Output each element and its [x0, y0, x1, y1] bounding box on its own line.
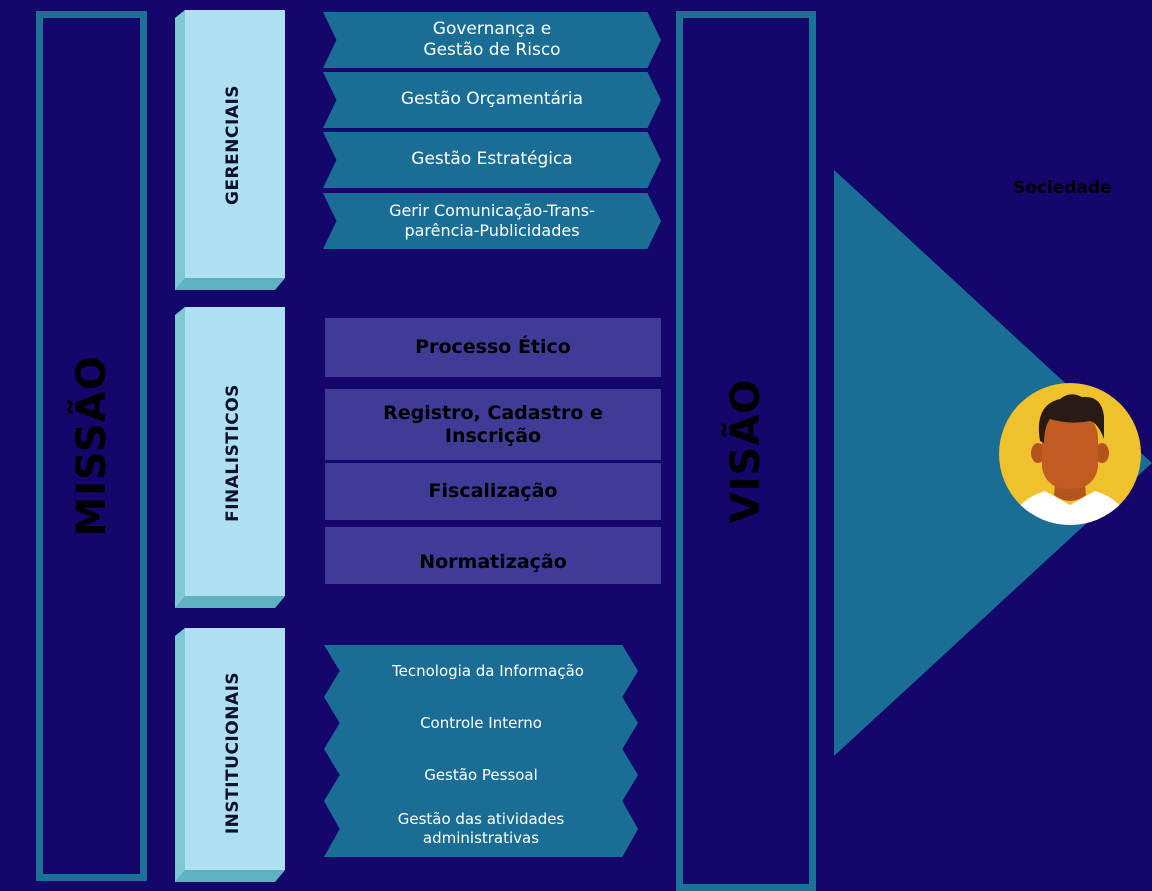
chevron-gestao-pessoal: Gestão Pessoal — [324, 749, 638, 801]
box-processo-etico: Processo Ético — [325, 318, 661, 377]
chevron-estrategica: Gestão Estratégica — [323, 132, 661, 188]
chevron-gestao-pessoal-label: Gestão Pessoal — [424, 765, 538, 784]
institucionais-block-shape — [175, 628, 285, 882]
gerenciais-label: GERENCIAIS — [223, 84, 243, 206]
visao-label: VISÃO — [723, 378, 769, 524]
chevron-controle-label: Controle Interno — [420, 713, 542, 732]
box-fiscalizacao-label: Fiscalização — [428, 480, 558, 503]
chevron-comunicacao: Gerir Comunicação-Trans- parência-Public… — [323, 193, 661, 249]
chevron-comunicacao-label: Gerir Comunicação-Trans- parência-Public… — [389, 201, 595, 240]
box-normatizacao-label: Normatização — [419, 551, 567, 574]
box-fiscalizacao: Fiscalização — [325, 463, 661, 520]
chevron-governanca: Governança e Gestão de Risco — [323, 12, 661, 68]
chevron-governanca-label: Governança e Gestão de Risco — [423, 18, 561, 60]
visao-bar: VISÃO — [676, 11, 816, 891]
sociedade-label: Sociedade — [1013, 178, 1112, 198]
institucionais-label: INSTITUCIONAIS — [223, 671, 243, 835]
box-normatizacao: Normatização — [325, 527, 661, 584]
chevron-tecnologia-label: Tecnologia da Informação — [392, 661, 584, 680]
chevron-controle: Controle Interno — [324, 697, 638, 749]
person-avatar-icon — [999, 383, 1141, 525]
chevron-orcamentaria: Gestão Orçamentária — [323, 72, 661, 128]
finalisticos-label: FINALISTICOS — [223, 384, 243, 522]
direction-triangle — [834, 170, 1152, 756]
missao-bar: MISSÃO — [36, 11, 147, 881]
finalisticos-block-shape — [175, 307, 285, 608]
chevron-tecnologia: Tecnologia da Informação — [324, 645, 638, 697]
chevron-atividades-label: Gestão das atividades administrativas — [397, 810, 565, 847]
chevron-orcamentaria-label: Gestão Orçamentária — [400, 89, 584, 110]
box-processo-etico-label: Processo Ético — [415, 336, 571, 359]
chevron-estrategica-label: Gestão Estratégica — [411, 149, 573, 170]
gerenciais-block-shape — [175, 10, 285, 290]
finalisticos-block: FINALISTICOS — [175, 307, 290, 608]
gerenciais-block: GERENCIAIS — [175, 10, 290, 290]
missao-label: MISSÃO — [68, 355, 115, 537]
chevron-atividades: Gestão das atividades administrativas — [324, 801, 638, 857]
box-registro: Registro, Cadastro e Inscrição — [325, 389, 661, 460]
box-registro-label: Registro, Cadastro e Inscrição — [383, 401, 603, 447]
institucionais-block: INSTITUCIONAIS — [175, 628, 290, 882]
